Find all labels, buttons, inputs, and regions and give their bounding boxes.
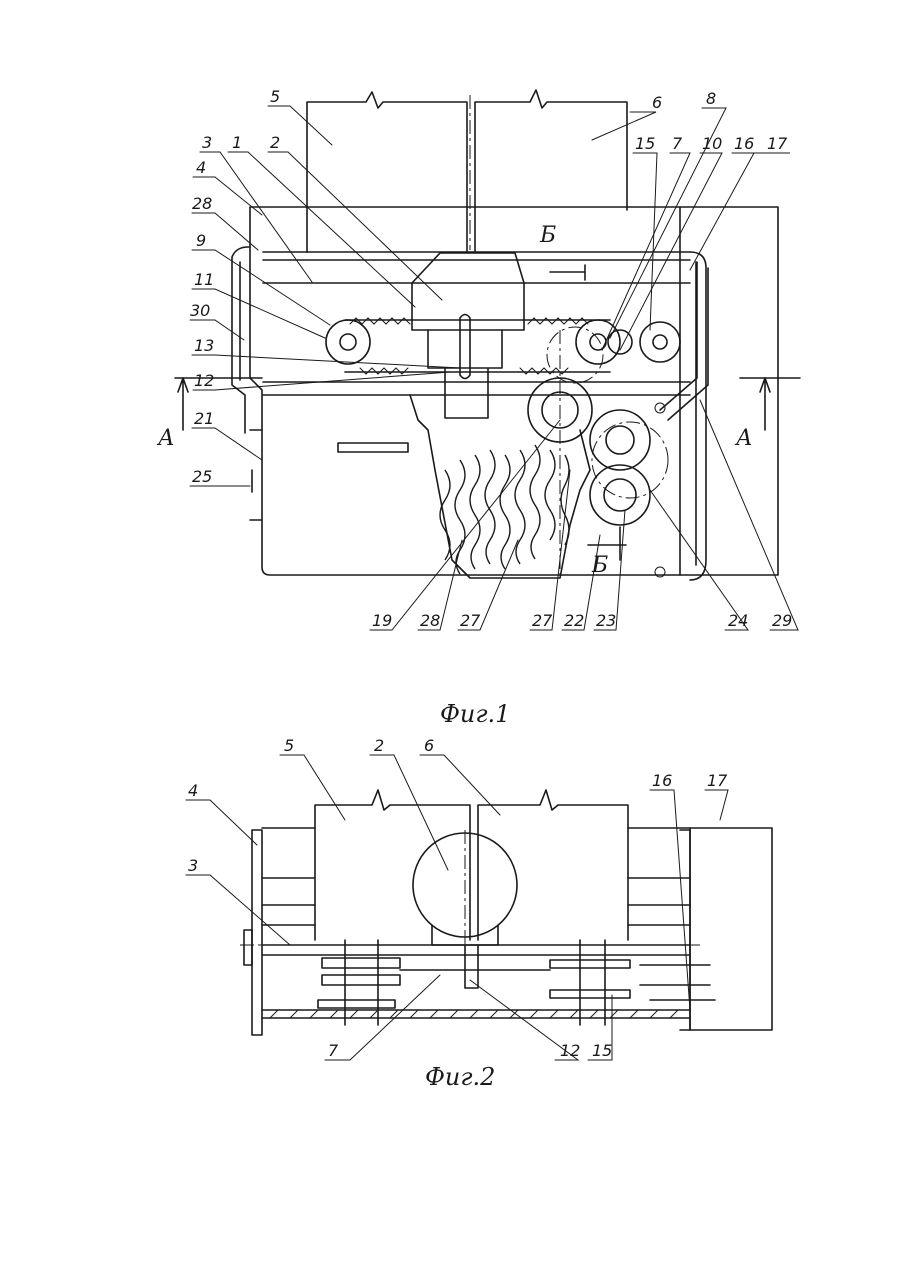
callout-label: 28	[420, 611, 440, 630]
section-mark-a-right: А	[734, 426, 753, 451]
callout-label: 17	[707, 771, 728, 790]
callout-label: 24	[728, 611, 748, 630]
callout-label: 9	[196, 231, 206, 250]
callout-label: 4	[188, 781, 198, 800]
section-mark-b-bottom: Б	[591, 553, 608, 578]
callout-label: 5	[284, 736, 294, 755]
callout-label: 21	[194, 409, 214, 428]
fig1-labels: 5 6 8 3 1 2 15 7 10 16 17 4 28 9 11 30 1…	[156, 87, 792, 728]
callout-label: 3	[202, 133, 212, 152]
callout-label: 16	[652, 771, 672, 790]
figure-1-caption: Фиг.1	[440, 700, 510, 728]
callout-label: 30	[190, 301, 210, 320]
callout-label: 13	[194, 336, 214, 355]
callout-label: 6	[652, 93, 662, 112]
callout-label: 2	[374, 736, 384, 755]
callout-label: 2	[270, 133, 280, 152]
callout-label: 15	[635, 134, 655, 153]
callout-label: 12	[560, 1041, 580, 1060]
figure-1	[175, 90, 800, 630]
callout-label: 27	[460, 611, 481, 630]
callout-label: 7	[328, 1041, 339, 1060]
section-mark-a-left: А	[156, 426, 175, 451]
fig2-leader-lines	[186, 755, 728, 1060]
filament-bundle	[440, 445, 569, 574]
callout-label: 22	[564, 611, 584, 630]
figure-2	[186, 755, 772, 1060]
callout-label: 19	[372, 611, 392, 630]
callout-label: 3	[188, 856, 198, 875]
fig2-labels: 5 2 6 16 17 4 3 7 12 15 Фиг.2	[188, 736, 728, 1091]
callout-label: 5	[270, 87, 280, 106]
callout-label: 25	[192, 467, 212, 486]
callout-label: 28	[192, 194, 212, 213]
callout-label: 11	[194, 270, 214, 289]
callout-label: 16	[734, 134, 754, 153]
callout-label: 7	[672, 134, 683, 153]
callout-label: 27	[532, 611, 553, 630]
callout-label: 1	[232, 133, 242, 152]
callout-label: 12	[194, 371, 214, 390]
figure-2-caption: Фиг.2	[425, 1063, 495, 1091]
callout-label: 15	[592, 1041, 612, 1060]
callout-label: 8	[706, 89, 716, 108]
callout-label: 6	[424, 736, 434, 755]
callout-label: 23	[596, 611, 616, 630]
callout-label: 17	[767, 134, 788, 153]
section-mark-b-top: Б	[539, 223, 556, 248]
callout-label: 4	[196, 158, 206, 177]
callout-label: 10	[702, 134, 722, 153]
callout-label: 29	[772, 611, 792, 630]
